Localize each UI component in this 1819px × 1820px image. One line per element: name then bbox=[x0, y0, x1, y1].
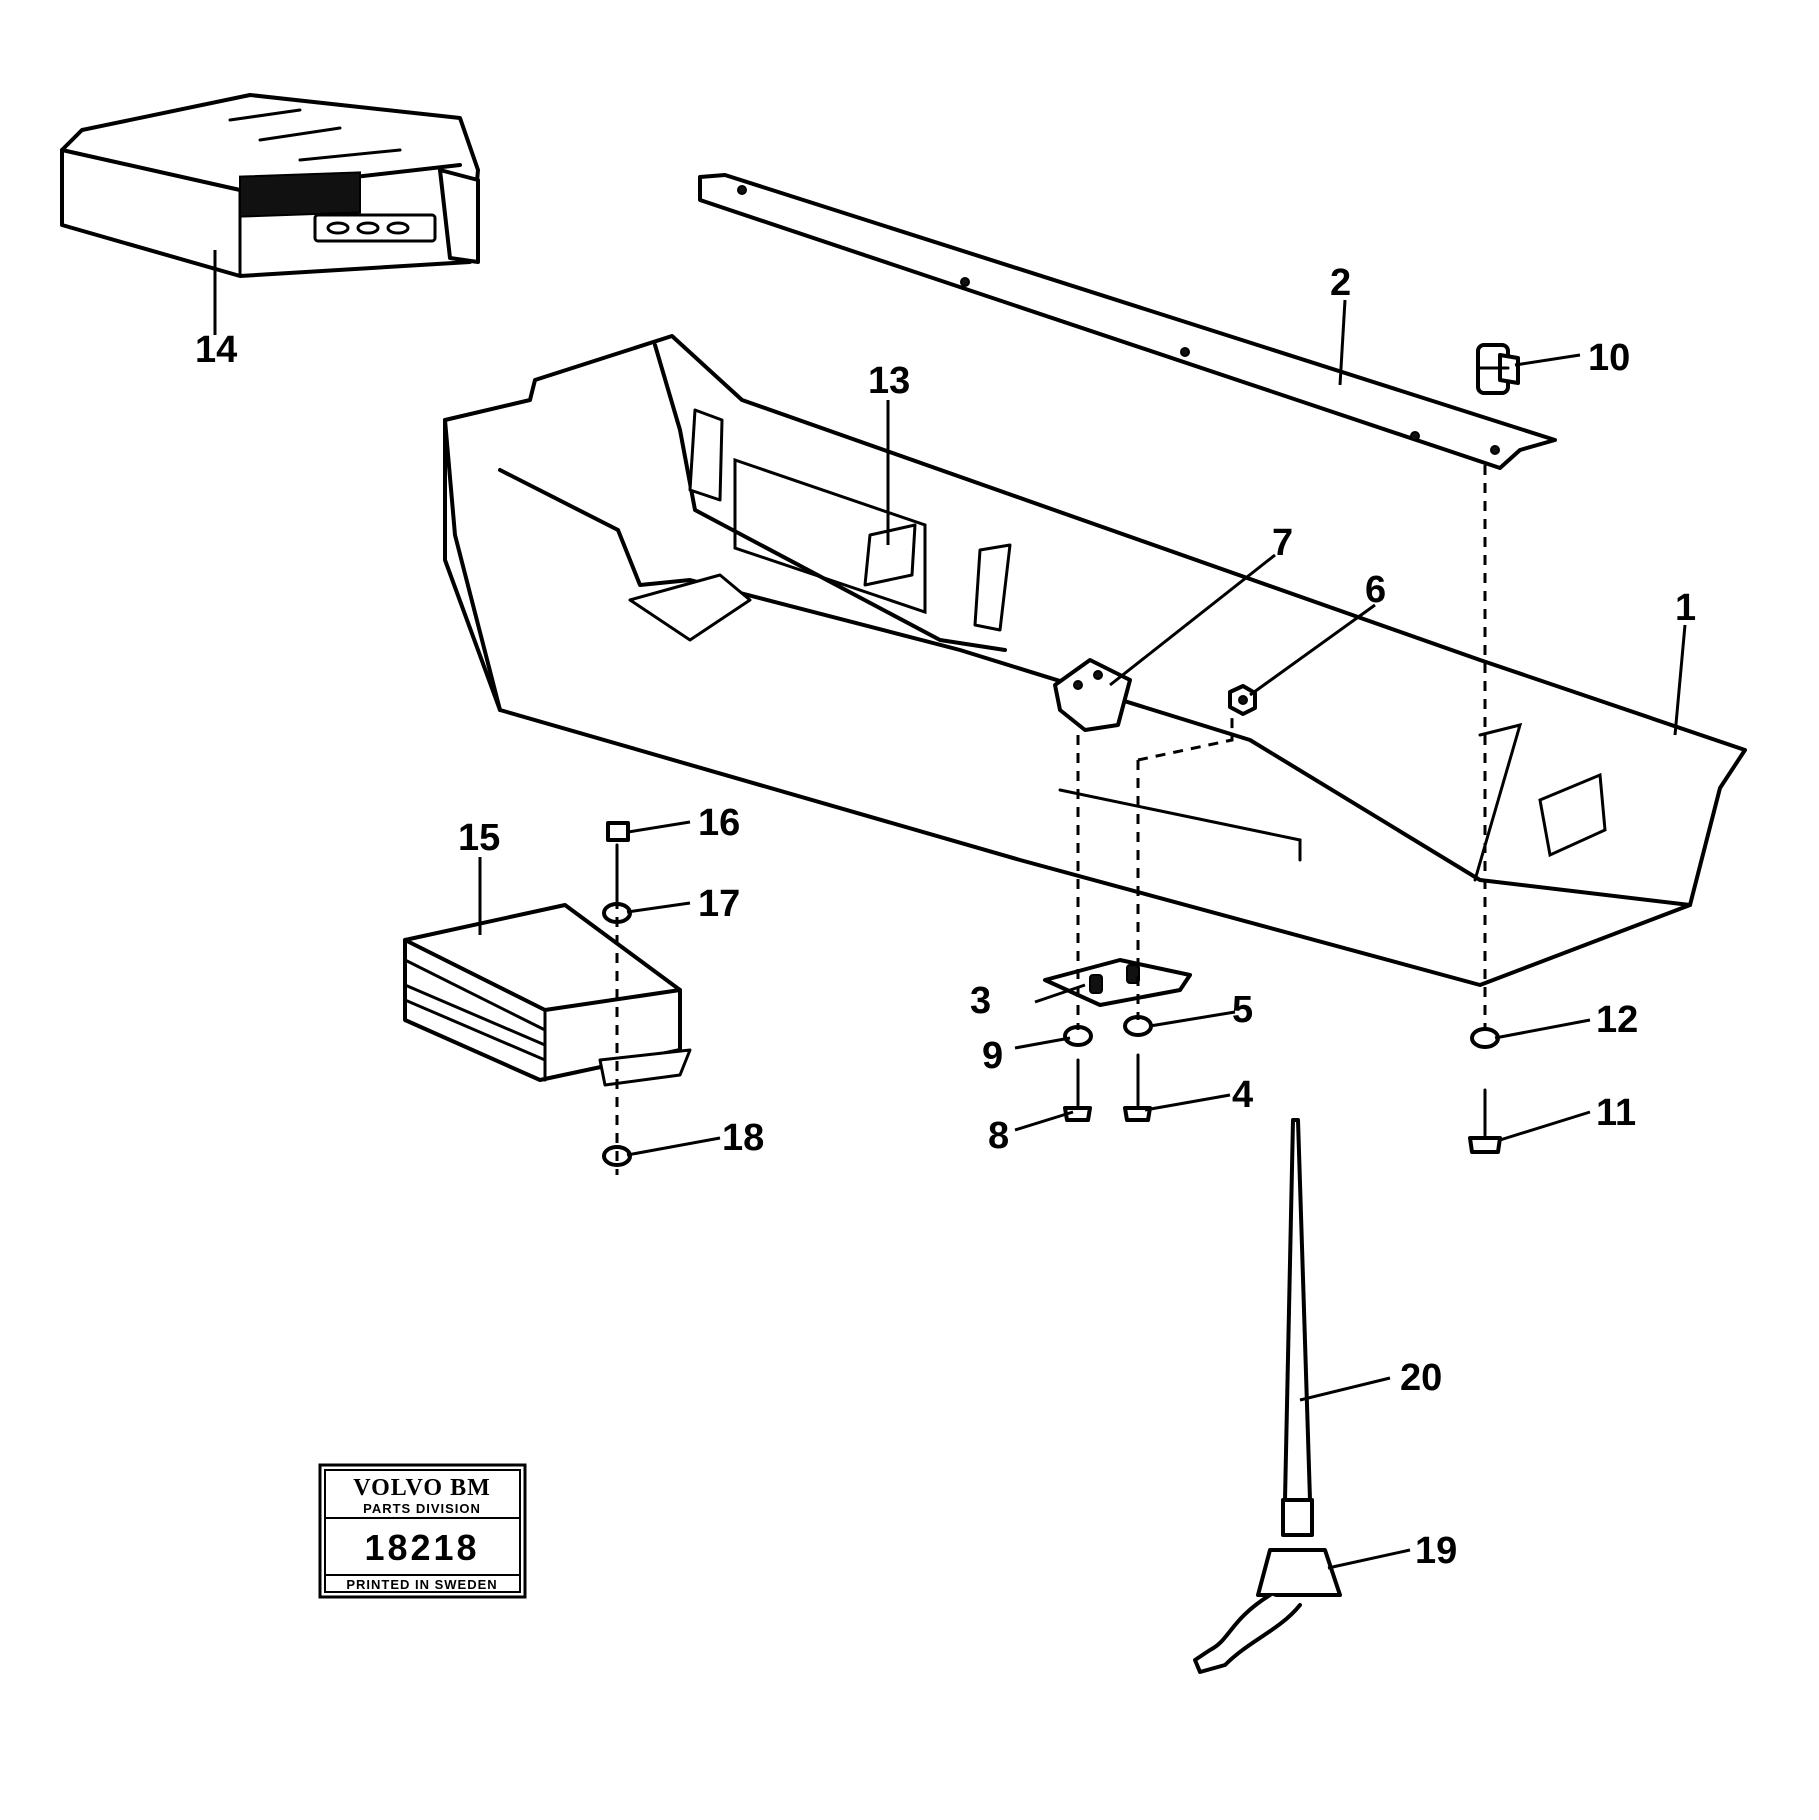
callout-6: 6 bbox=[1365, 569, 1386, 611]
leader-lines bbox=[213, 250, 1687, 1570]
callout-11: 11 bbox=[1596, 1092, 1636, 1134]
callout-20: 20 bbox=[1400, 1357, 1442, 1399]
callout-3: 3 bbox=[970, 980, 991, 1022]
callout-8: 8 bbox=[988, 1115, 1009, 1157]
radio-unit bbox=[60, 93, 480, 278]
callout-7: 7 bbox=[1272, 522, 1293, 564]
mounting-strip bbox=[698, 173, 1557, 470]
callout-19: 19 bbox=[1415, 1530, 1457, 1572]
callout-1: 1 bbox=[1675, 587, 1696, 629]
antenna bbox=[1193, 1118, 1342, 1674]
callout-5: 5 bbox=[1232, 989, 1253, 1031]
stamp-brand: VOLVO BM bbox=[353, 1475, 491, 1501]
callout-9: 9 bbox=[982, 1035, 1003, 1077]
callout-17: 17 bbox=[698, 883, 740, 925]
stamp-division: PARTS DIVISION bbox=[363, 1501, 481, 1516]
callout-4: 4 bbox=[1232, 1074, 1253, 1116]
nut bbox=[1228, 684, 1257, 716]
mounting-plate bbox=[1043, 958, 1192, 1007]
callout-13: 13 bbox=[868, 360, 910, 402]
amplifier-box bbox=[403, 903, 692, 1087]
small-bracket bbox=[1053, 658, 1132, 732]
stamp-number: 18218 bbox=[364, 1527, 479, 1568]
callout-16: 16 bbox=[698, 802, 740, 844]
clip bbox=[1476, 343, 1520, 395]
callout-2: 2 bbox=[1330, 262, 1351, 304]
callout-14: 14 bbox=[195, 329, 237, 371]
callout-12: 12 bbox=[1596, 999, 1638, 1041]
callouts: 1 2 3 4 5 6 7 8 9 10 11 12 13 14 15 16 1… bbox=[195, 262, 1696, 1572]
callout-18: 18 bbox=[722, 1117, 764, 1159]
assembly-lines bbox=[615, 465, 1487, 1175]
callout-10: 10 bbox=[1588, 337, 1630, 379]
stamp-footer: PRINTED IN SWEDEN bbox=[346, 1577, 497, 1592]
parts-division-stamp: VOLVO BM PARTS DIVISION 18218 PRINTED IN… bbox=[318, 1463, 527, 1599]
callout-15: 15 bbox=[458, 817, 500, 859]
